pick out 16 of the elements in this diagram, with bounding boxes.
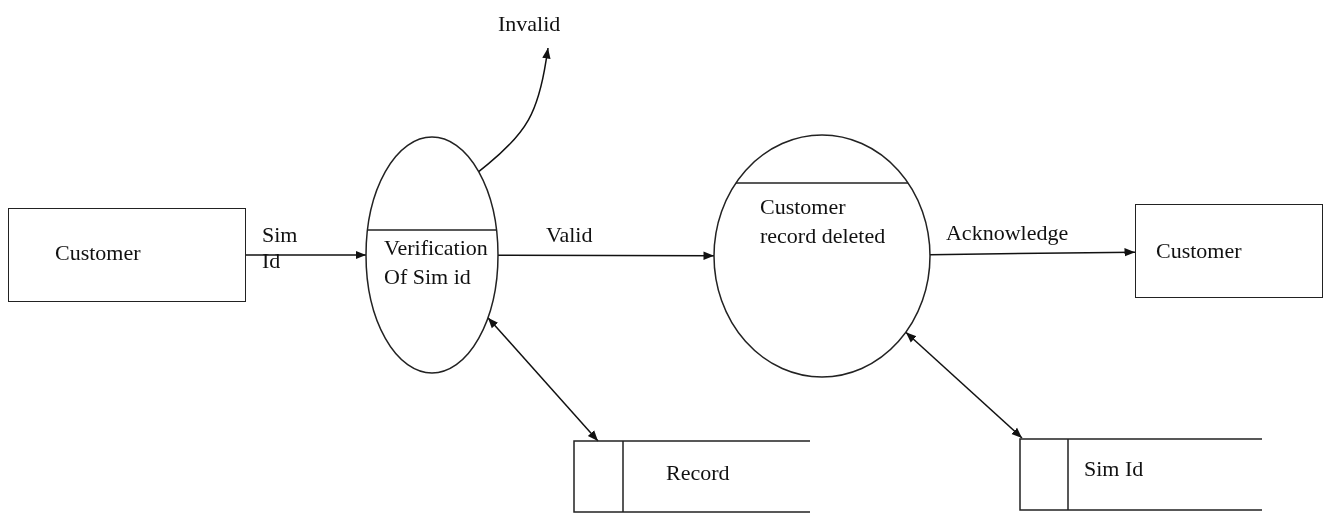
external-entity-box [8, 208, 246, 302]
arrow [245, 250, 367, 260]
external-entity-box [1135, 204, 1323, 298]
node-label: Verification Of Sim id [384, 234, 489, 291]
flow-label: Invalid [498, 10, 562, 38]
node-label: Customer record deleted [760, 193, 887, 250]
arrow [497, 251, 715, 260]
node-label: Record [666, 459, 731, 487]
node-label: Customer [1156, 237, 1243, 265]
node-label: Sim Id [1084, 455, 1145, 483]
node-label: Customer [55, 239, 142, 267]
arrow [929, 248, 1136, 257]
arrow [905, 331, 1023, 439]
arrow [487, 316, 599, 442]
arrow [477, 47, 551, 173]
edge-label: Sim Id [262, 222, 299, 275]
